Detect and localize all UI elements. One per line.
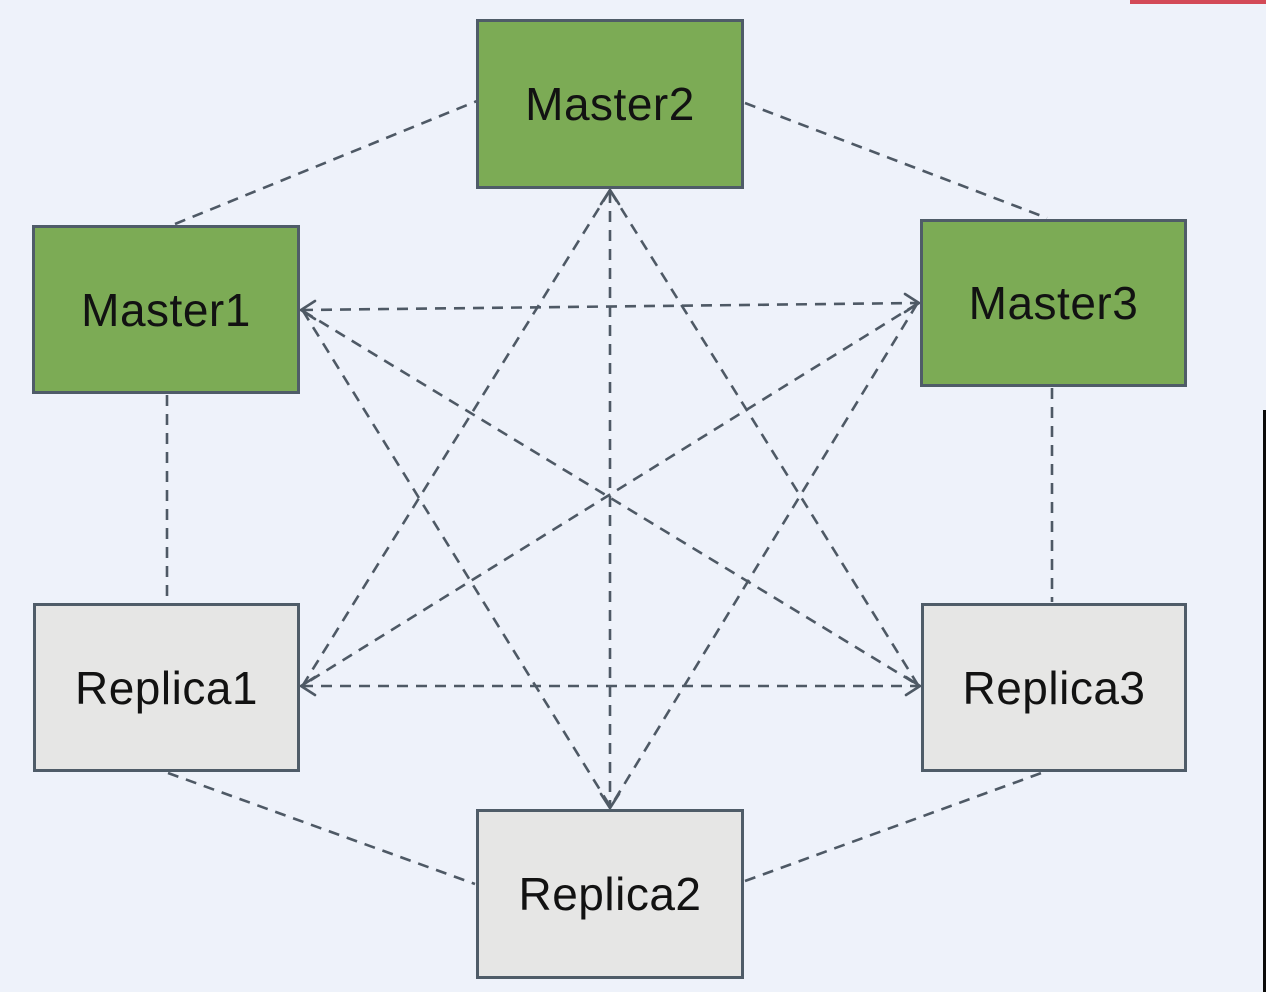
node-master2: Master2 bbox=[476, 19, 744, 189]
screen-edge-artifact bbox=[1263, 410, 1266, 992]
node-replica1: Replica1 bbox=[33, 603, 300, 772]
edge-master2-replica3 bbox=[609, 191, 920, 686]
edge-master3-replica1 bbox=[302, 302, 918, 687]
node-replica3-label: Replica3 bbox=[962, 661, 1146, 714]
node-master2-label: Master2 bbox=[525, 78, 695, 130]
arrowhead-into-master1 bbox=[299, 299, 317, 321]
edge-master2-master3 bbox=[744, 101, 1048, 220]
edge-master3-replica2 bbox=[609, 303, 919, 807]
node-master3: Master3 bbox=[920, 219, 1187, 387]
node-master3-label: Master3 bbox=[968, 277, 1139, 329]
arrowhead-into-master2 bbox=[599, 188, 621, 206]
node-replica1-label: Replica1 bbox=[75, 661, 258, 714]
edge-master1-replica3 bbox=[302, 309, 919, 687]
edge-master2-replica1 bbox=[301, 191, 611, 686]
node-master1-label: Master1 bbox=[81, 283, 251, 336]
node-replica2: Replica2 bbox=[476, 809, 744, 979]
node-master1: Master1 bbox=[32, 225, 300, 394]
red-accent-bar bbox=[1130, 0, 1266, 4]
edge-replica2-replica3 bbox=[744, 770, 1045, 883]
arrowhead-into-master3 bbox=[903, 292, 921, 314]
arrowhead-into-replica2 bbox=[599, 792, 621, 810]
node-replica3: Replica3 bbox=[921, 603, 1187, 772]
edge-master1-master2 bbox=[174, 99, 478, 226]
edge-replica1-replica2 bbox=[167, 771, 476, 886]
arrowhead-into-replica3 bbox=[904, 675, 922, 697]
node-replica2-label: Replica2 bbox=[518, 868, 702, 920]
arrowhead-into-replica1 bbox=[299, 675, 317, 697]
edge-master1-replica2 bbox=[301, 310, 612, 807]
